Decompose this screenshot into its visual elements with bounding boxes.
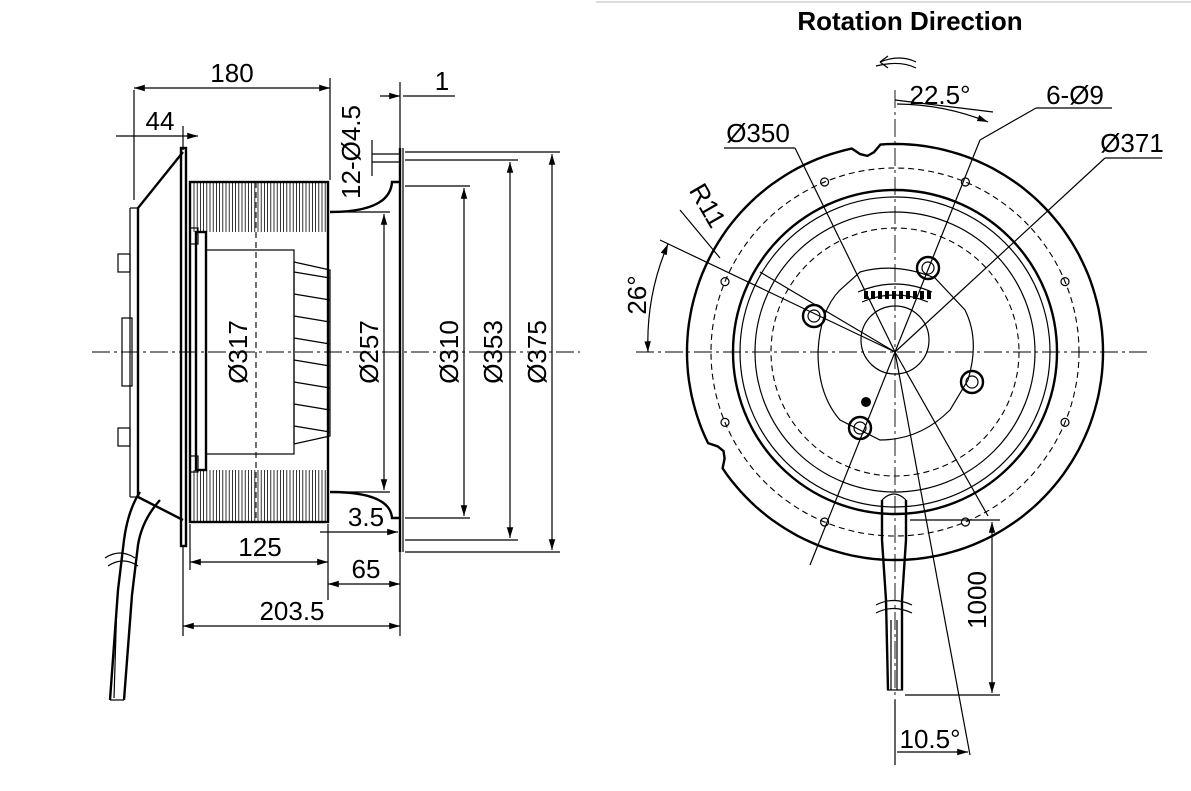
dim-3-5: 3.5 bbox=[348, 502, 384, 532]
hub-blades bbox=[293, 271, 331, 433]
rotation-arrow-icon bbox=[875, 55, 917, 69]
angle-22-5-line bbox=[894, 99, 994, 113]
dim-65: 65 bbox=[352, 554, 381, 584]
dim-angle-22-5: 22.5° bbox=[909, 80, 970, 110]
flange-hole bbox=[1060, 417, 1070, 427]
vent-slot bbox=[878, 291, 882, 299]
hub-blade bbox=[293, 271, 331, 279]
flange-hole bbox=[1060, 277, 1070, 287]
dim-180: 180 bbox=[210, 58, 253, 88]
dim-holes-6: 6-Ø9 bbox=[1046, 80, 1104, 110]
front-cable-break bbox=[875, 599, 913, 614]
vent-slot bbox=[892, 291, 896, 299]
dim-203-5: 203.5 bbox=[259, 596, 324, 626]
motor-hub bbox=[860, 305, 930, 375]
radial-line-6-holes bbox=[894, 139, 981, 353]
flange-holes bbox=[720, 177, 1070, 527]
vent-slot bbox=[906, 291, 910, 299]
dim-dia-375: Ø375 bbox=[522, 320, 552, 384]
impeller-dashed-circle bbox=[770, 227, 1020, 477]
mounting-hole bbox=[801, 303, 827, 329]
hub-blade bbox=[293, 403, 331, 411]
hub-blade bbox=[293, 425, 331, 433]
cable bbox=[108, 491, 141, 701]
front-cable bbox=[880, 500, 890, 691]
dim-dia-310: Ø310 bbox=[434, 320, 464, 384]
dim-1: 1 bbox=[435, 66, 449, 96]
motor-housing bbox=[136, 151, 184, 522]
vent-slot bbox=[885, 291, 889, 299]
dim-dia-317: Ø317 bbox=[223, 320, 253, 384]
outer-flange bbox=[685, 142, 1105, 562]
vent-slot bbox=[927, 291, 931, 299]
vent-slot bbox=[920, 291, 924, 299]
motor-label-plate bbox=[121, 317, 133, 387]
dim-angle-10-5: 10.5° bbox=[899, 724, 960, 754]
impeller-fins bbox=[193, 182, 326, 232]
mounting-hole bbox=[915, 255, 941, 281]
vent-slot bbox=[871, 291, 875, 299]
dim-125: 125 bbox=[238, 532, 281, 562]
dim-holes-12: 12-Ø4.5 bbox=[336, 105, 366, 199]
bolt-circle bbox=[710, 167, 1080, 537]
dim-dia-371: Ø371 bbox=[1100, 128, 1164, 158]
back-screw bbox=[117, 253, 131, 273]
hub-ring bbox=[194, 230, 208, 472]
vent-slots bbox=[864, 291, 931, 299]
dim-dia-257: Ø257 bbox=[354, 320, 384, 384]
dim-radius-11: R11 bbox=[683, 178, 732, 233]
hub-blade-cone bbox=[293, 261, 331, 445]
mounting-hole-bore bbox=[921, 261, 935, 275]
dim-dia-353: Ø353 bbox=[478, 320, 508, 384]
mounting-hole bbox=[959, 369, 985, 395]
vent-slot bbox=[913, 291, 917, 299]
flange-hole bbox=[819, 177, 830, 187]
dim-dia-350: Ø350 bbox=[726, 118, 790, 148]
vent-slot bbox=[899, 291, 903, 299]
hub-blade bbox=[293, 337, 331, 345]
inlet-ring bbox=[739, 196, 1051, 508]
cable-break bbox=[104, 552, 139, 567]
rotation-direction-title: Rotation Direction bbox=[797, 6, 1022, 36]
mounting-hole-bore bbox=[853, 421, 867, 435]
flange-hole bbox=[720, 417, 730, 427]
flange-hole bbox=[819, 517, 830, 527]
grounding-screw bbox=[861, 397, 871, 407]
side-view: 180 44 1 12-Ø4.5 Ø257 Ø310 Ø353 bbox=[92, 58, 580, 701]
inlet-inner-circle bbox=[754, 211, 1036, 493]
hub-blade bbox=[293, 315, 331, 323]
vent-slot bbox=[864, 291, 868, 299]
impeller bbox=[188, 180, 330, 524]
hub-blade bbox=[293, 381, 331, 389]
flange-hole bbox=[960, 517, 971, 527]
hub-blade bbox=[293, 359, 331, 367]
front-view: Rotation Direction bbox=[622, 6, 1164, 765]
impeller-fins bbox=[193, 470, 326, 522]
dim-angle-26: 26° bbox=[622, 275, 652, 314]
hub-blade bbox=[293, 293, 331, 301]
mounting-hole-bore bbox=[965, 375, 979, 389]
mounting-plate bbox=[179, 146, 188, 548]
dim-cable-1000: 1000 bbox=[962, 571, 992, 629]
dim-44: 44 bbox=[146, 106, 175, 136]
back-screw bbox=[117, 427, 131, 447]
flange-hole bbox=[720, 277, 730, 287]
inlet-outer-circle bbox=[731, 188, 1059, 516]
